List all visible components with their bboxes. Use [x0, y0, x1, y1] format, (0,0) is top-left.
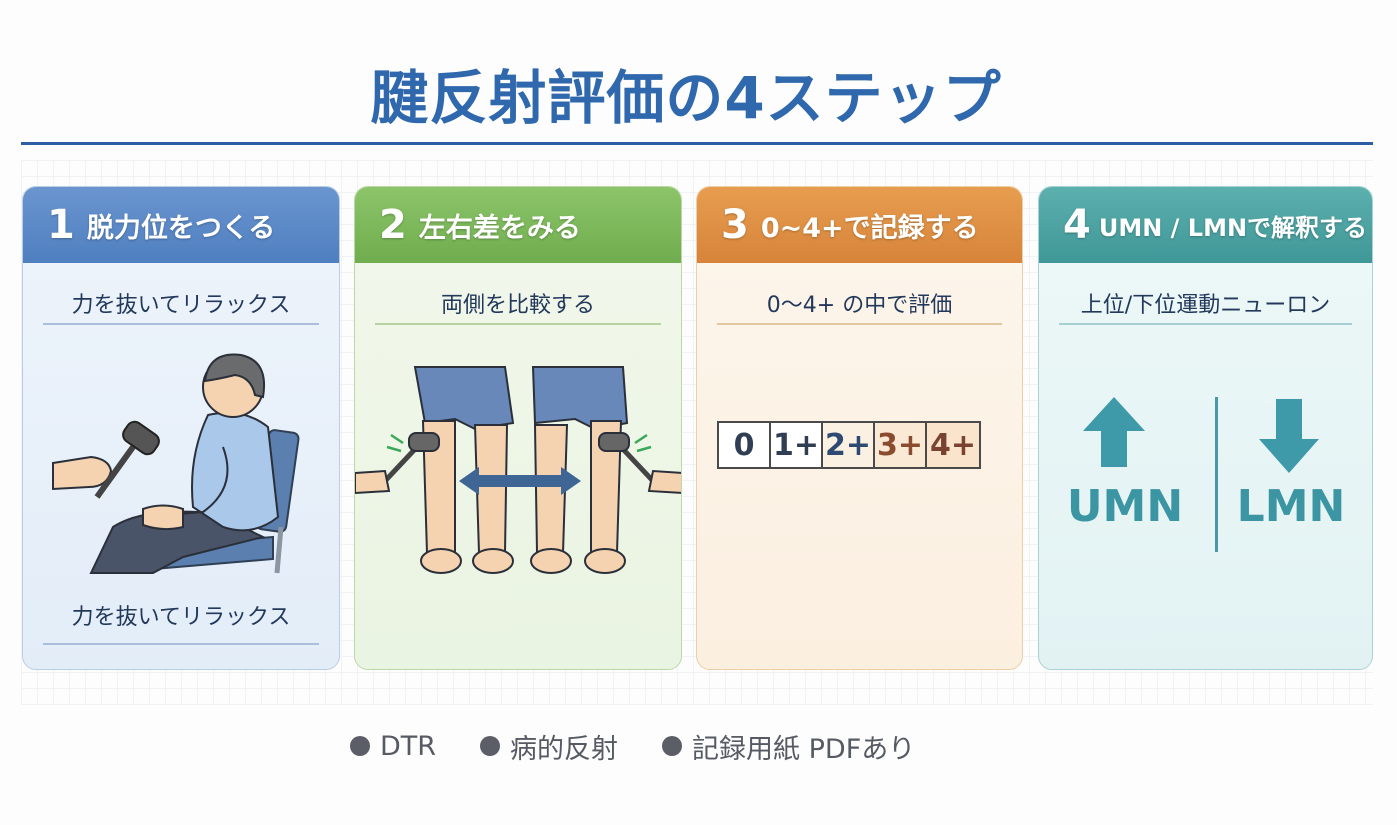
footer-tags: DTR 病的反射 記録用紙 PDFあり — [350, 726, 959, 766]
title-divider — [21, 142, 1373, 145]
bullet-icon — [480, 736, 501, 756]
step-3-header: 3 0~4+で記録する — [697, 187, 1022, 263]
bullet-icon — [662, 736, 683, 756]
step-card-3: 3 0~4+で記録する 0～4+ の中で評価 0 1+ 2+ 3+ 4+ — [696, 186, 1023, 670]
step-1-header: 1 脱力位をつくる — [23, 187, 339, 263]
divider — [1059, 323, 1352, 325]
step-subtitle: 上位/下位運動ニューロン — [1080, 293, 1331, 318]
step-subtitle: 力を抜いてリラックス — [71, 293, 291, 318]
step-heading: 0~4+で記録する — [760, 212, 979, 244]
step-number: 1 — [47, 202, 75, 248]
step-card-4: 4 UMN / LMNで解釈する 上位/下位運動ニューロン UMN LMN — [1038, 186, 1373, 670]
footer-item-label: DTR — [380, 730, 437, 762]
step-card-1: 1 脱力位をつくる 力を抜いてリラックス 力を抜いてリラックス — [22, 186, 340, 670]
step-4-header: 4 UMN / LMNで解釈する — [1039, 187, 1372, 263]
step-number: 4 — [1063, 202, 1091, 248]
vertical-divider — [1215, 397, 1218, 552]
step-caption: 力を抜いてリラックス — [71, 605, 291, 630]
footer-item: DTR — [350, 731, 436, 762]
grade-cell: 3+ — [875, 423, 927, 467]
footer-item: 記録用紙 PDFあり — [662, 727, 915, 766]
divider — [375, 323, 661, 325]
arrow-down-icon — [1259, 399, 1319, 473]
divider — [43, 323, 319, 325]
step-heading: 左右差をみる — [418, 212, 581, 244]
grade-cell: 4+ — [927, 423, 979, 467]
footer-item-label: 病的反射 — [510, 733, 619, 765]
divider — [717, 323, 1002, 325]
grade-cell: 2+ — [823, 423, 875, 467]
step-heading: 脱力位をつくる — [86, 212, 276, 244]
grade-cell: 1+ — [771, 423, 823, 467]
step-number: 3 — [721, 202, 749, 248]
bilateral-knee-reflex-compare-icon — [355, 363, 681, 583]
step-number: 2 — [379, 202, 407, 248]
step-2-header: 2 左右差をみる — [355, 187, 681, 263]
grade-cell: 0 — [719, 423, 771, 467]
umn-lmn-comparison: UMN LMN — [1039, 397, 1372, 557]
step-subtitle: 0～4+ の中で評価 — [766, 293, 953, 318]
lmn-label: LMN — [1236, 481, 1346, 532]
step-subtitle: 両側を比較する — [440, 293, 595, 318]
reflex-grade-scale: 0 1+ 2+ 3+ 4+ — [717, 421, 981, 469]
step-card-2: 2 左右差をみる 両側を比較する — [354, 186, 682, 670]
arrow-up-icon — [1083, 397, 1145, 467]
divider — [43, 643, 319, 645]
footer-item-label: 記録用紙 PDFあり — [692, 733, 916, 765]
step-heading: UMN / LMNで解釈する — [1098, 213, 1368, 242]
umn-label: UMN — [1066, 481, 1184, 532]
bullet-icon — [350, 736, 370, 756]
footer-item: 病的反射 — [480, 727, 618, 766]
page-title: 腱反射評価の4ステップ — [370, 64, 1002, 132]
seated-patient-reflex-hammer-icon — [23, 337, 339, 577]
